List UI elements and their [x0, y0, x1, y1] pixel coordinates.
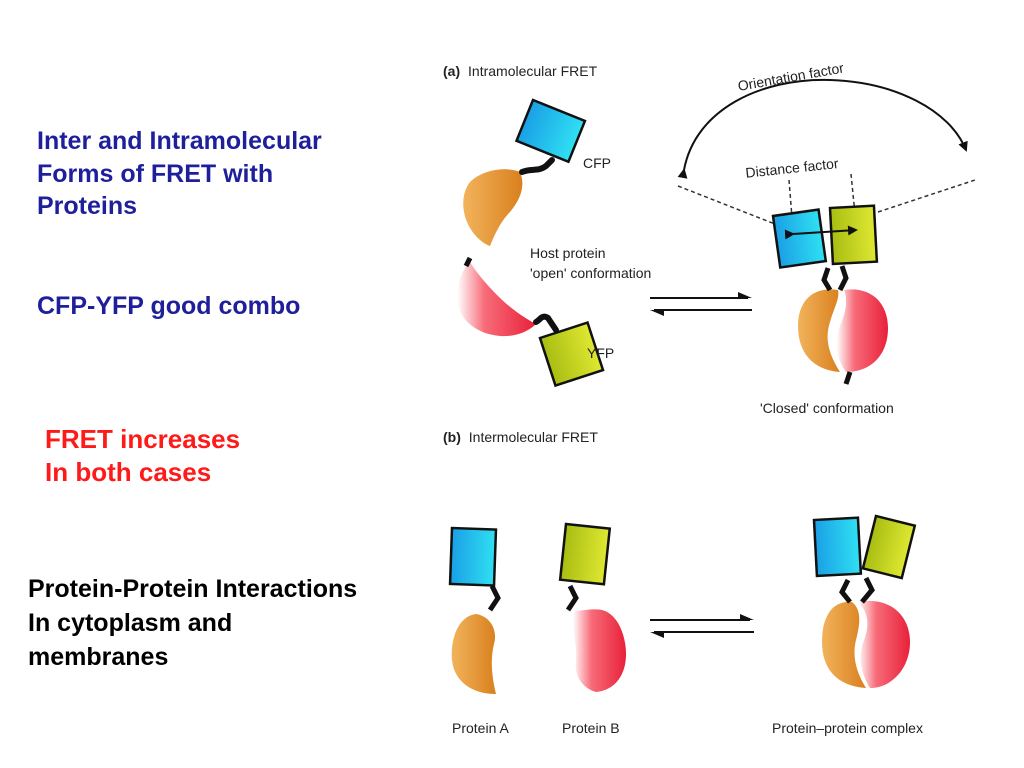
fret-note: FRET increases In both cases	[45, 423, 240, 488]
orientation-factor-arrow	[677, 78, 968, 179]
yfp-linker	[533, 313, 559, 333]
cfp-label: CFP	[583, 155, 611, 171]
complex-label: Protein–protein complex	[772, 720, 923, 736]
title-line-3: Proteins	[37, 192, 138, 220]
distance-dashed-right	[850, 173, 857, 225]
complex-cfp	[812, 516, 863, 578]
ppi-line-2: In cytoplasm and	[28, 608, 233, 637]
host-protein-label-line2: 'open' conformation	[530, 265, 651, 281]
complex-red-domain	[858, 600, 910, 688]
distance-double-arrow	[784, 225, 858, 240]
panel-b-letter: (b)	[443, 429, 461, 445]
yfp-barrel-open	[538, 320, 605, 388]
host-protein-red-domain	[457, 262, 536, 337]
panel-a-heading: (a) Intramolecular FRET	[443, 63, 598, 79]
domain-linker	[463, 256, 473, 268]
protein-b-group	[558, 522, 626, 692]
slide-subtitle: CFP-YFP good combo	[37, 292, 301, 320]
protein-a-linker	[487, 584, 501, 612]
complex-yfp	[861, 514, 917, 580]
ppi-line-3: membranes	[28, 642, 169, 671]
equilibrium-arrows-b	[650, 614, 754, 638]
protein-b-yfp	[558, 522, 612, 586]
complex-cfp-linker	[839, 578, 852, 604]
host-protein-orange-domain	[463, 169, 523, 246]
yfp-barrel-closed	[828, 204, 879, 266]
fret-line-2: In both cases	[45, 456, 212, 487]
distance-factor-label: Distance factor	[745, 155, 840, 181]
protein-a-group	[448, 526, 501, 694]
closed-conformation-label: 'Closed' conformation	[760, 400, 894, 416]
ppi-note: Protein-Protein Interactions In cytoplas…	[28, 573, 468, 674]
panel-a-title: Intramolecular FRET	[468, 63, 598, 79]
protein-b-label: Protein B	[562, 720, 620, 736]
closed-tail-linker	[843, 371, 853, 385]
slide-title: Inter and Intramolecular Forms of FRET w…	[37, 125, 437, 223]
protein-b-shape	[572, 609, 626, 692]
protein-b-linker	[565, 584, 579, 612]
complex-orange-domain	[822, 601, 866, 688]
orientation-factor-label: Orientation factor	[736, 59, 845, 93]
protein-complex-group	[812, 514, 917, 688]
closed-cfp-linker	[821, 267, 833, 292]
closed-orange-domain	[798, 289, 840, 372]
panel-b-title: Intermolecular FRET	[469, 429, 599, 445]
fret-line-1: FRET increases	[45, 424, 241, 454]
equilibrium-arrows-a	[650, 292, 752, 316]
closed-conformation	[771, 204, 888, 385]
orientation-dashed-left	[677, 185, 781, 227]
panel-a-letter: (a)	[443, 63, 460, 79]
distance-dashed-left	[788, 179, 794, 231]
title-line-2: Forms of FRET with	[37, 159, 274, 188]
yfp-label: YFP	[587, 345, 614, 361]
orientation-dashed-right	[877, 179, 976, 213]
protein-a-shape	[451, 614, 496, 694]
closed-red-domain	[836, 289, 888, 372]
cfp-barrel-closed	[771, 208, 828, 269]
cfp-linker	[519, 157, 555, 175]
ppi-line-1: Protein-Protein Interactions	[28, 575, 358, 603]
cfp-barrel-open	[514, 98, 587, 164]
protein-a-cfp	[448, 526, 498, 587]
protein-a-label: Protein A	[452, 720, 509, 736]
complex-yfp-linker	[860, 576, 875, 604]
title-line-1: Inter and Intramolecular	[37, 127, 322, 155]
panel-b-heading: (b) Intermolecular FRET	[443, 429, 598, 445]
closed-yfp-linker	[837, 265, 849, 292]
host-protein-label-line1: Host protein	[530, 245, 605, 261]
